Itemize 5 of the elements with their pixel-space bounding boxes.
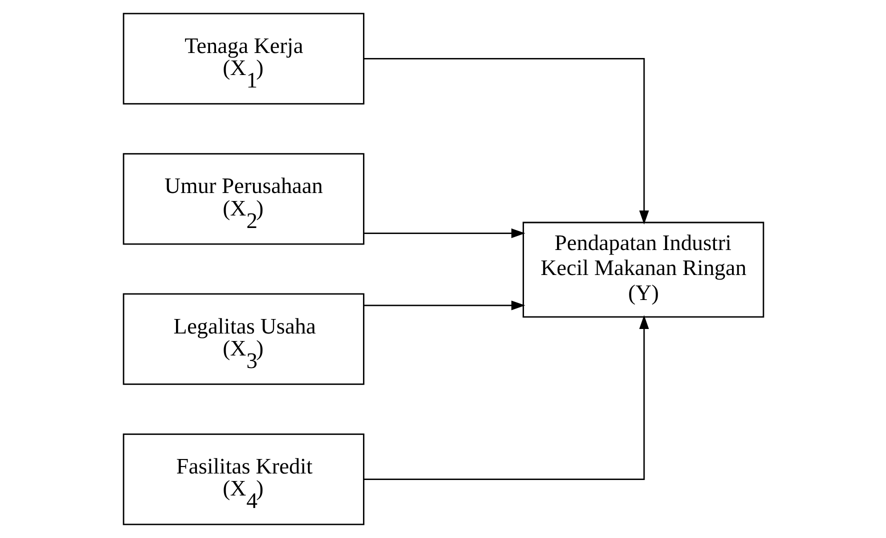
arrow — [363, 315, 648, 480]
arrow — [364, 228, 525, 238]
arrow — [364, 300, 525, 310]
arrow — [363, 58, 648, 224]
node-box: Pendapatan Industri Kecil Makanan Ringan (Y) — [522, 222, 764, 318]
